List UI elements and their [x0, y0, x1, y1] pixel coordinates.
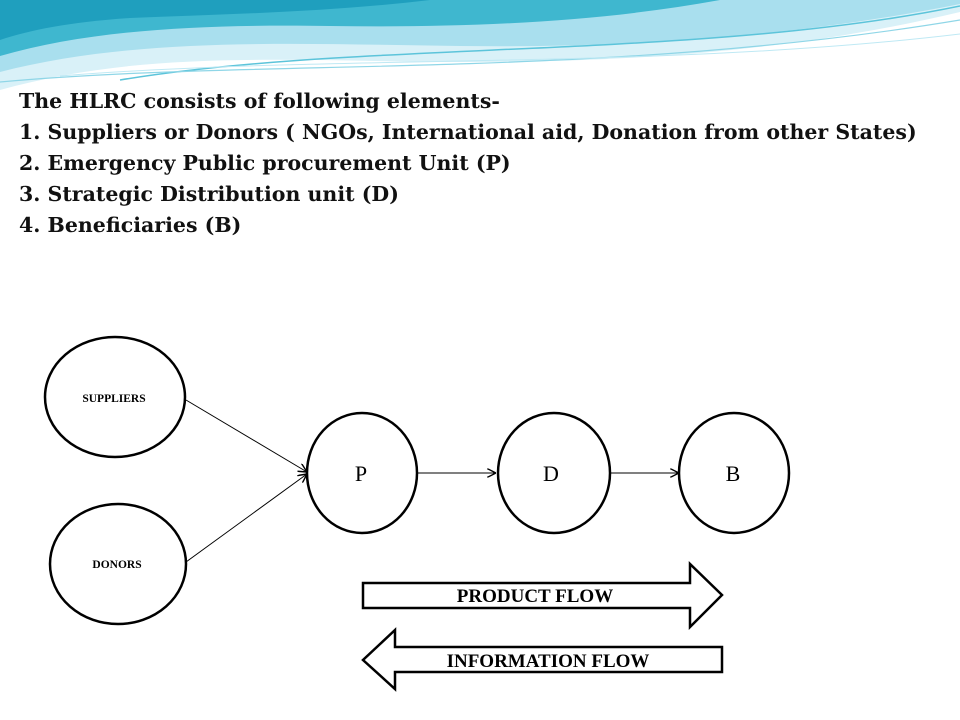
donors-node: DONORS — [48, 502, 188, 626]
product-flow-label: PRODUCT FLOW — [457, 586, 613, 607]
suppliers-label: SUPPLIERS — [82, 393, 145, 405]
p-label: P — [355, 461, 367, 486]
list-item-beneficiaries: 4. Beneficiaries (B) — [19, 213, 242, 237]
information-flow-label: INFORMATION FLOW — [447, 651, 650, 672]
heading: The HLRC consists of following elements- — [19, 89, 500, 113]
product-flow-arrow: PRODUCT FLOW — [361, 561, 724, 631]
information-flow-arrow: INFORMATION FLOW — [361, 627, 724, 692]
donors-label: DONORS — [92, 559, 141, 571]
b-label: B — [726, 461, 741, 486]
hlrc-elements-text: The HLRC consists of following elements-… — [19, 86, 951, 241]
d-label: D — [543, 461, 559, 486]
p-node: P — [305, 411, 419, 535]
list-item-distribution-unit: 3. Strategic Distribution unit (D) — [19, 182, 399, 206]
donors-to-p-arrow — [185, 474, 307, 563]
list-item-procurement-unit: 2. Emergency Public procurement Unit (P) — [19, 151, 511, 175]
b-node: B — [677, 411, 791, 535]
header-wave-decoration — [0, 0, 960, 90]
list-item-suppliers-donors: 1. Suppliers or Donors ( NGOs, Internati… — [19, 120, 917, 144]
suppliers-node: SUPPLIERS — [43, 335, 187, 459]
suppliers-to-p-arrow — [185, 399, 307, 472]
d-node: D — [496, 411, 612, 535]
